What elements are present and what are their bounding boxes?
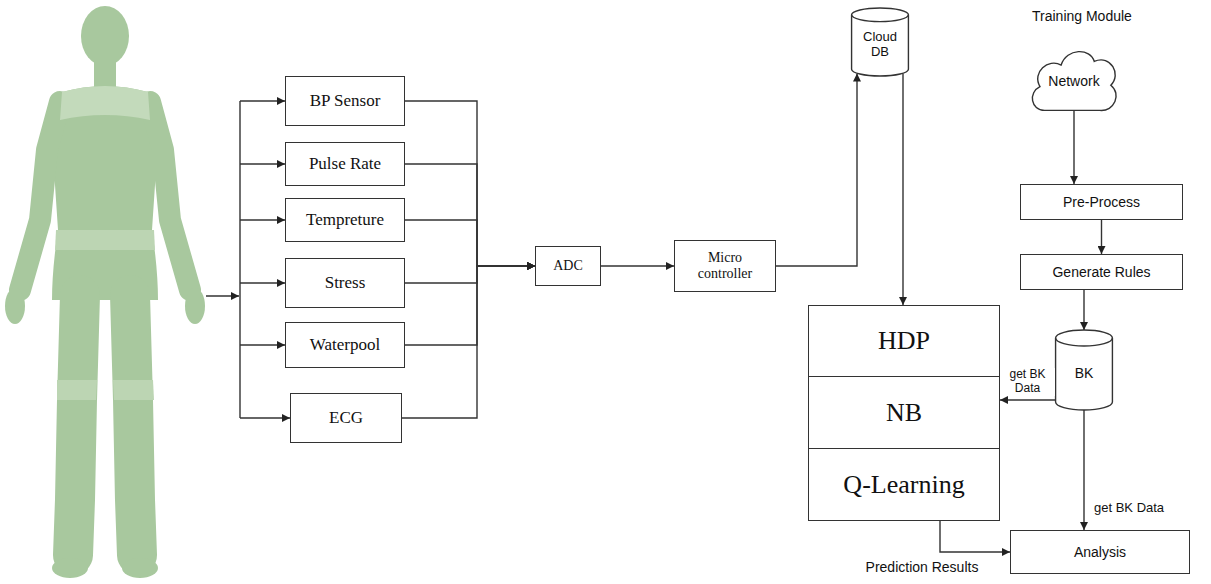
node-text: ECG [329,408,363,428]
node-text: Network [1048,73,1099,89]
connector-arrow [1083,410,1084,530]
node-text: Cloud DB [855,30,905,60]
process-box: Analysis [1010,530,1190,574]
connector-arrow [940,521,1010,552]
node-text: Waterpool [310,335,380,355]
node-text: HDP [878,326,930,356]
node-text: BK [1075,365,1094,381]
model-box: NB [808,376,1000,449]
node-text: Pulse Rate [309,154,381,174]
node-text: ADC [553,258,583,274]
model-box: Q-Learning [808,448,1000,521]
edge-label: Prediction Results [864,559,981,575]
process-box: Generate Rules [1020,254,1183,290]
connector-arrow [405,164,535,266]
converter-box: ADC [535,246,601,286]
controller-box: Micro controller [674,240,776,292]
connector-arrow [601,265,674,266]
node-text: Stress [325,273,366,293]
database-cylinder: Cloud DB [851,8,909,76]
network-cloud: Network [1028,42,1120,114]
node-text: Analysis [1074,544,1126,560]
connector-arrow [405,101,535,266]
edge-label: get BK Data [1001,368,1055,396]
connector-arrow [1083,290,1084,330]
connector-arrow [776,74,857,267]
node-text: BP Sensor [310,91,381,111]
sensor-box: Waterpool [285,322,405,368]
connector-arrow [1101,220,1102,254]
node-text: Generate Rules [1052,264,1150,280]
node-text: NB [886,398,922,428]
connector-arrow [402,266,535,418]
sensor-box: ECG [290,393,402,443]
section-label: Training Module [1030,8,1134,24]
sensor-box: Stress [285,258,405,308]
connector-arrow [405,266,535,345]
sensor-box: BP Sensor [285,76,405,126]
database-cylinder: BK [1055,330,1113,410]
sensor-box: Tempreture [285,198,405,242]
connector-arrow [902,74,903,306]
model-box: HDP [808,305,1000,377]
connector-arrow [1000,399,1055,400]
node-text: Q-Learning [843,470,964,500]
connector-arrow [1073,110,1074,184]
human-silhouette [5,6,205,578]
sensor-bracket [206,101,290,418]
node-text: Pre-Process [1063,194,1140,210]
process-box: Pre-Process [1020,184,1183,220]
node-text: Micro controller [681,250,769,282]
edge-label: get BK Data [1092,501,1166,516]
node-text: Tempreture [306,210,384,230]
connector-arrow [405,220,535,266]
connector-arrow [405,266,535,283]
sensor-box: Pulse Rate [285,142,405,186]
